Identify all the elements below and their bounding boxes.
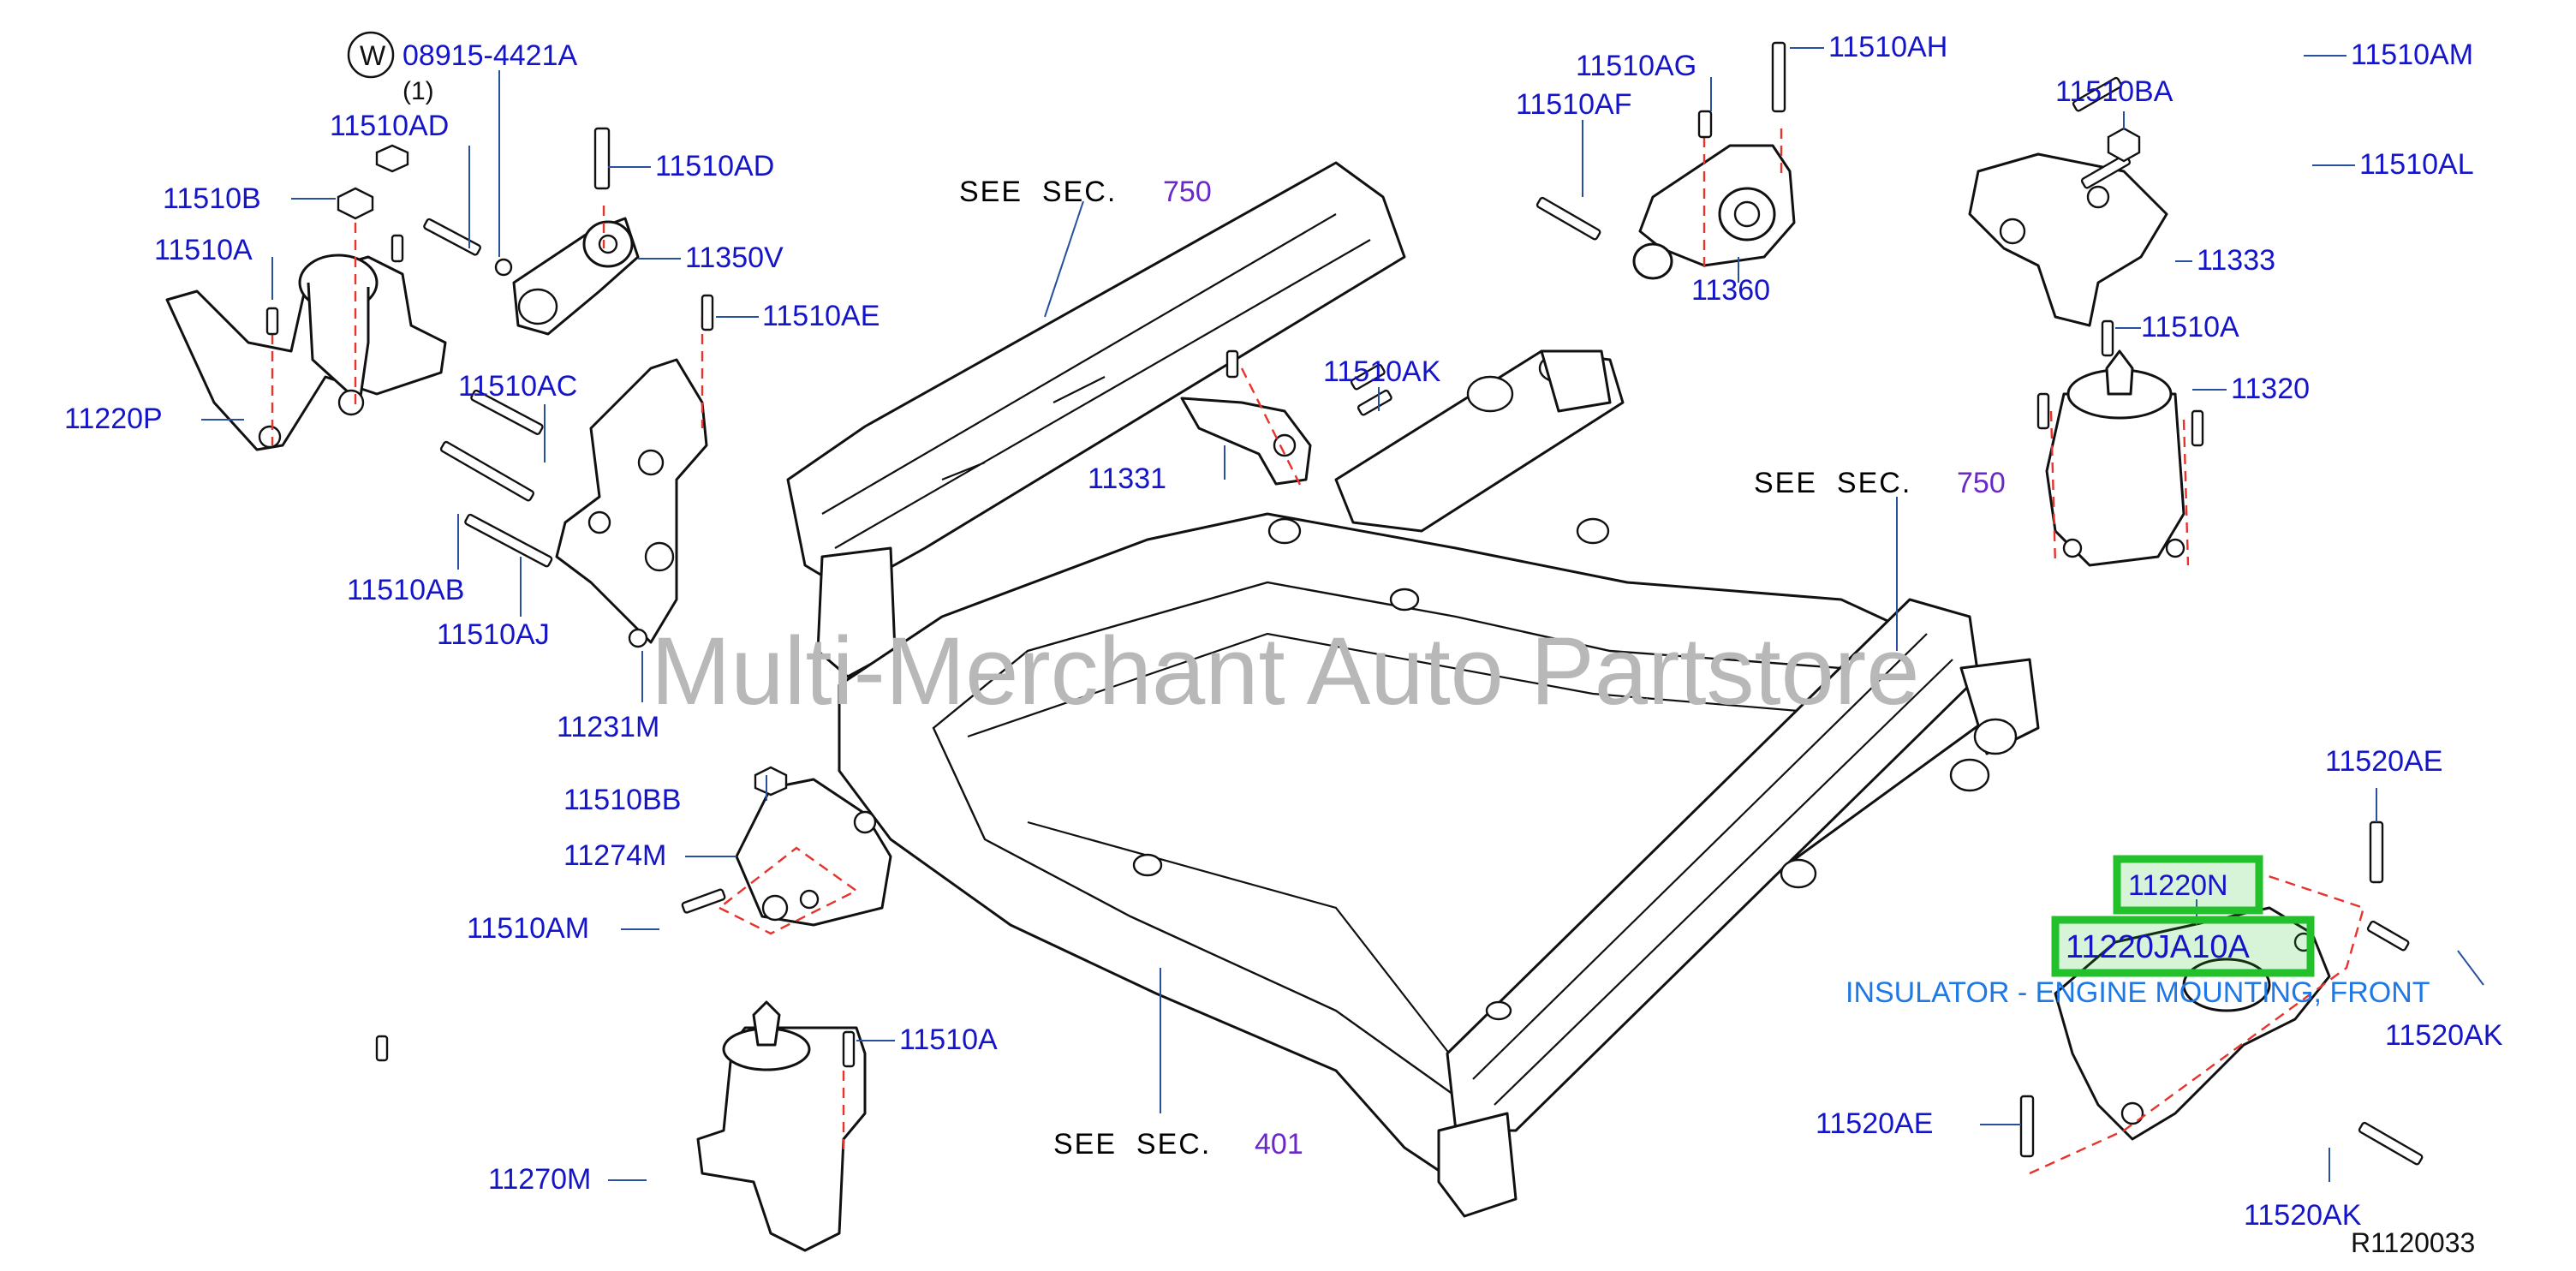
bracket-11231m — [555, 317, 708, 648]
part-label-11510ak[interactable]: 11510AK — [1323, 355, 1441, 388]
part-label-11510am-1[interactable]: 11510AM — [2351, 39, 2473, 71]
part-label-11510ad-2[interactable]: 11510AD — [655, 150, 774, 182]
part-labels: 11510AD 11510AD 11510B 11510A 11350V 115… — [64, 31, 2503, 1232]
part-label-11510aj[interactable]: 11510AJ — [437, 618, 550, 651]
part-label-11520ae-2[interactable]: 11520AE — [1816, 1107, 1933, 1140]
part-label-11220n[interactable]: 11220N — [2128, 869, 2228, 902]
part-label-11510a-2[interactable]: 11510A — [2141, 311, 2239, 343]
part-label-11333[interactable]: 11333 — [2197, 244, 2275, 277]
washer-symbol-icon — [347, 31, 395, 79]
part-label-11510ad-1[interactable]: 11510AD — [330, 110, 449, 142]
front-suspension-member — [786, 161, 2040, 1218]
part-label-11220p[interactable]: 11220P — [64, 403, 163, 435]
see-sec-number-1[interactable]: 750 — [1163, 176, 1212, 208]
fasteners — [265, 41, 2424, 1166]
mount-11270m — [696, 1000, 867, 1252]
diagram-code: R1120033 — [2351, 1227, 2475, 1258]
part-label-11520ae-1[interactable]: 11520AE — [2325, 745, 2442, 778]
part-label-11274m[interactable]: 11274M — [564, 839, 666, 872]
see-sec-label-3: SEE SEC. — [1053, 1128, 1211, 1161]
highlight-box-11220ja10a — [2051, 916, 2315, 977]
washer-note: W 08915-4421A (1) — [347, 31, 578, 105]
part-label-11510ac[interactable]: 11510AC — [458, 370, 577, 403]
part-label-11510b[interactable]: 11510B — [163, 182, 261, 215]
bracket-11331 — [1180, 367, 1312, 489]
torque-rod-11350v — [512, 206, 640, 336]
see-sec-label-2: SEE SEC. — [1754, 467, 1911, 499]
washer-part-number[interactable]: 08915-4421A — [402, 39, 578, 72]
bracket-11360 — [1632, 128, 1796, 280]
see-sec-number-2[interactable]: 750 — [1957, 467, 2006, 499]
leader-lines — [201, 47, 2484, 1182]
part-label-11510ah[interactable]: 11510AH — [1828, 31, 1947, 63]
part-label-11510bb[interactable]: 11510BB — [564, 784, 681, 816]
highlighted-part-callout: 11220N 11220JA10A INSULATOR - ENGINE MOU… — [1846, 855, 2430, 1009]
part-label-11510af[interactable]: 11510AF — [1516, 88, 1631, 121]
highlight-box-11220n — [2113, 855, 2263, 915]
part-label-11350v[interactable]: 11350V — [685, 242, 784, 274]
part-label-11331[interactable]: 11331 — [1088, 462, 1166, 495]
part-label-11510a-1[interactable]: 11510A — [154, 234, 253, 266]
washer-quantity: (1) — [402, 77, 434, 105]
see-sec-number-3[interactable]: 401 — [1255, 1128, 1303, 1161]
see-sec-label-1: SEE SEC. — [959, 176, 1117, 208]
part-label-11510ba[interactable]: 11510BA — [2055, 75, 2174, 108]
watermark: Multi-Merchant Auto Partstore — [651, 618, 1919, 725]
mount-11220p — [165, 206, 447, 451]
part-label-11320[interactable]: 11320 — [2231, 373, 2310, 405]
part-label-11520ak-2[interactable]: 11520AK — [2244, 1199, 2362, 1232]
washer-symbol: W — [360, 40, 386, 71]
part-label-11510al[interactable]: 11510AL — [2359, 148, 2474, 181]
part-label-11510am-2[interactable]: 11510AM — [467, 912, 589, 945]
part-label-11360[interactable]: 11360 — [1691, 274, 1770, 307]
part-description: INSULATOR - ENGINE MOUNTING, FRONT — [1846, 976, 2430, 1009]
section-references: SEE SEC. 750 SEE SEC. 750 SEE SEC. 401 — [959, 176, 2006, 1161]
part-label-11220ja10a[interactable]: 11220JA10A — [2066, 929, 2250, 965]
mount-11320 — [2045, 349, 2190, 567]
part-label-11270m[interactable]: 11270M — [488, 1163, 591, 1196]
part-label-11510ae[interactable]: 11510AE — [762, 300, 880, 332]
part-label-11231m[interactable]: 11231M — [557, 711, 659, 743]
part-label-11510ab[interactable]: 11510AB — [347, 574, 464, 606]
bracket-11274m — [717, 778, 892, 935]
bracket-11333 — [1968, 152, 2168, 327]
part-label-11520ak-1[interactable]: 11520AK — [2385, 1019, 2503, 1052]
part-label-11510ag[interactable]: 11510AG — [1576, 50, 1696, 82]
part-label-11510a-3[interactable]: 11510A — [899, 1023, 998, 1056]
